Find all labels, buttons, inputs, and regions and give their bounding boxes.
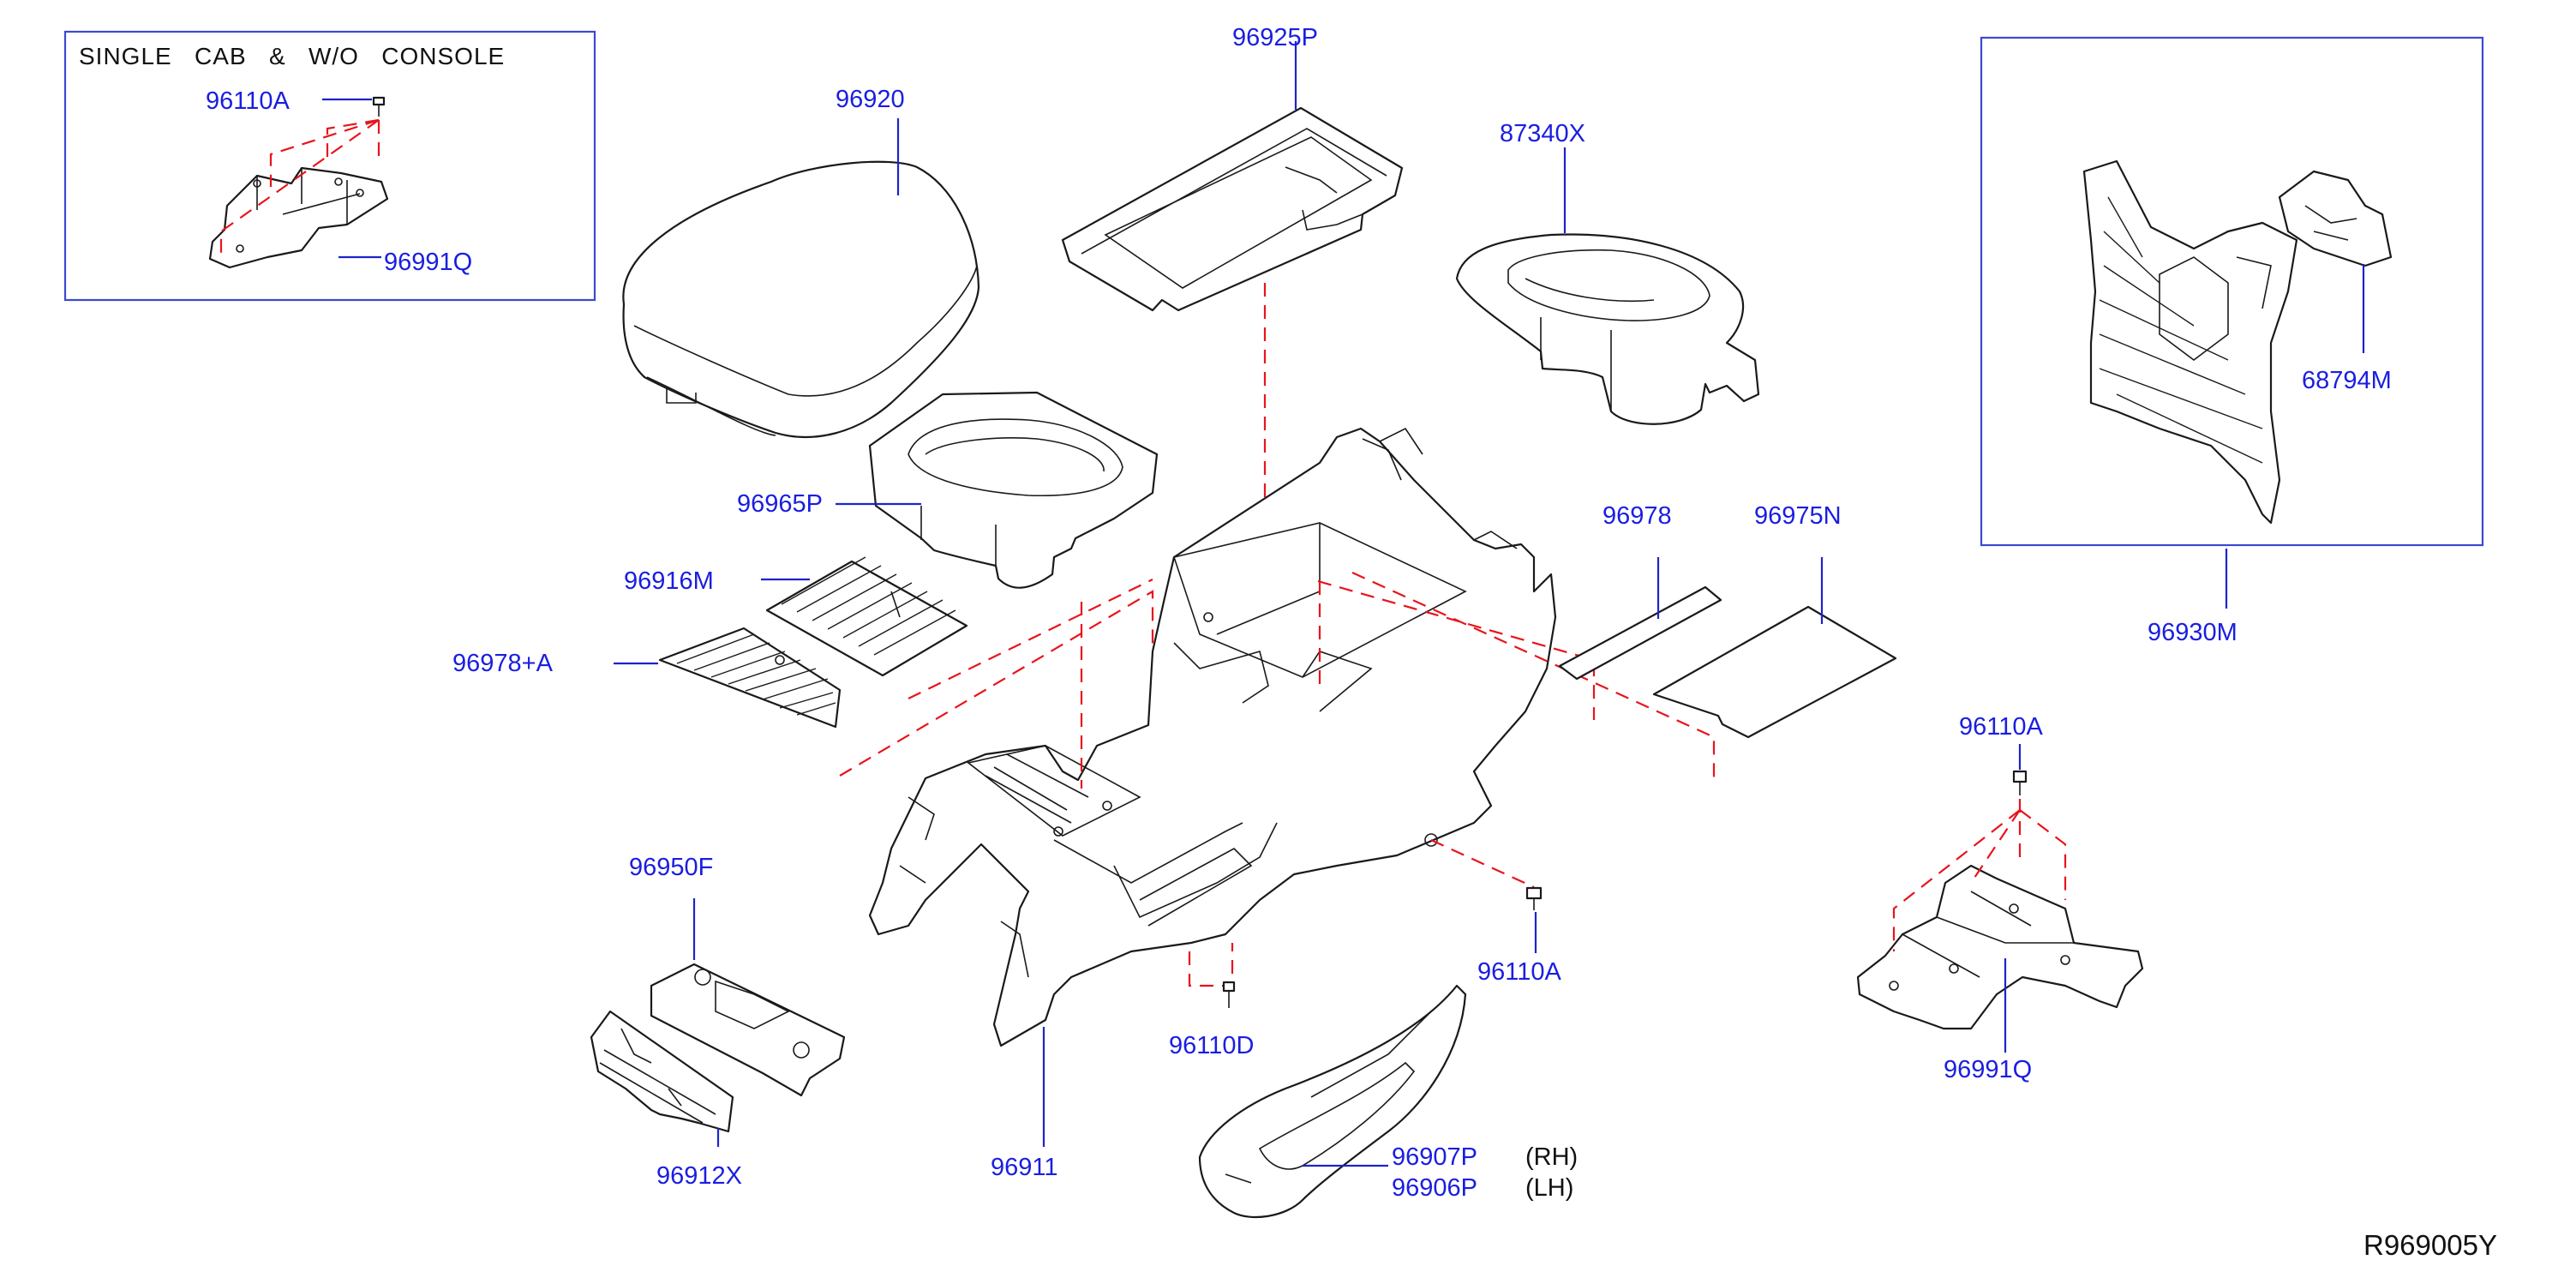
label-96110A-right: 96110A xyxy=(1959,713,2043,741)
inset-rear-insulator-box xyxy=(1980,36,2484,609)
screw-96110D xyxy=(1222,981,1236,1008)
label-96110D: 96110D xyxy=(1169,1032,1255,1059)
label-96925P: 96925P xyxy=(1232,24,1318,51)
label-96911: 96911 xyxy=(991,1154,1058,1181)
label-96916M: 96916M xyxy=(624,567,714,595)
bracket-96991Q-right xyxy=(1856,744,2144,1053)
label-96110A-mid: 96110A xyxy=(1477,958,1561,986)
reference-code: R969005Y xyxy=(2363,1229,2497,1261)
armrest-lid xyxy=(622,118,980,438)
label-96978A: 96978+A xyxy=(452,650,553,677)
label-96930M: 96930M xyxy=(2148,619,2238,646)
label-96906P: 96906P xyxy=(1392,1174,1477,1202)
side-finisher xyxy=(1198,984,1467,1219)
label-96906P-side: (LH) xyxy=(1525,1174,1574,1202)
mat-96978 xyxy=(1558,557,1722,681)
label-96975N: 96975N xyxy=(1754,502,1842,530)
cup-holder-87340X xyxy=(1455,147,1760,425)
label-96920: 96920 xyxy=(836,86,905,113)
label-96991Q-inset: 96991Q xyxy=(384,249,473,276)
screw-96110A-mid xyxy=(1525,886,1543,953)
mat-96978A xyxy=(614,627,842,729)
mat-96916M xyxy=(761,556,968,677)
mat-96975N xyxy=(1652,557,1897,739)
label-96978: 96978 xyxy=(1603,502,1672,530)
label-87340X: 87340X xyxy=(1500,120,1585,147)
label-96907P: 96907P xyxy=(1392,1143,1477,1171)
inset-single-cab-box xyxy=(63,30,596,302)
label-96912X: 96912X xyxy=(656,1162,742,1190)
console-body xyxy=(839,427,1716,1147)
panel-96912X xyxy=(590,1010,734,1147)
label-68794M: 68794M xyxy=(2302,367,2392,394)
cup-holder-96965P xyxy=(836,391,1159,589)
label-96110A-inset: 96110A xyxy=(206,87,290,115)
label-96991Q-right: 96991Q xyxy=(1944,1056,2033,1083)
label-96907P-side: (RH) xyxy=(1525,1143,1579,1171)
inset-title: SINGLE CAB & W/O CONSOLE xyxy=(79,43,506,69)
label-96950F: 96950F xyxy=(629,854,714,881)
label-96965P: 96965P xyxy=(737,490,823,518)
panel-96950F xyxy=(650,898,846,1097)
